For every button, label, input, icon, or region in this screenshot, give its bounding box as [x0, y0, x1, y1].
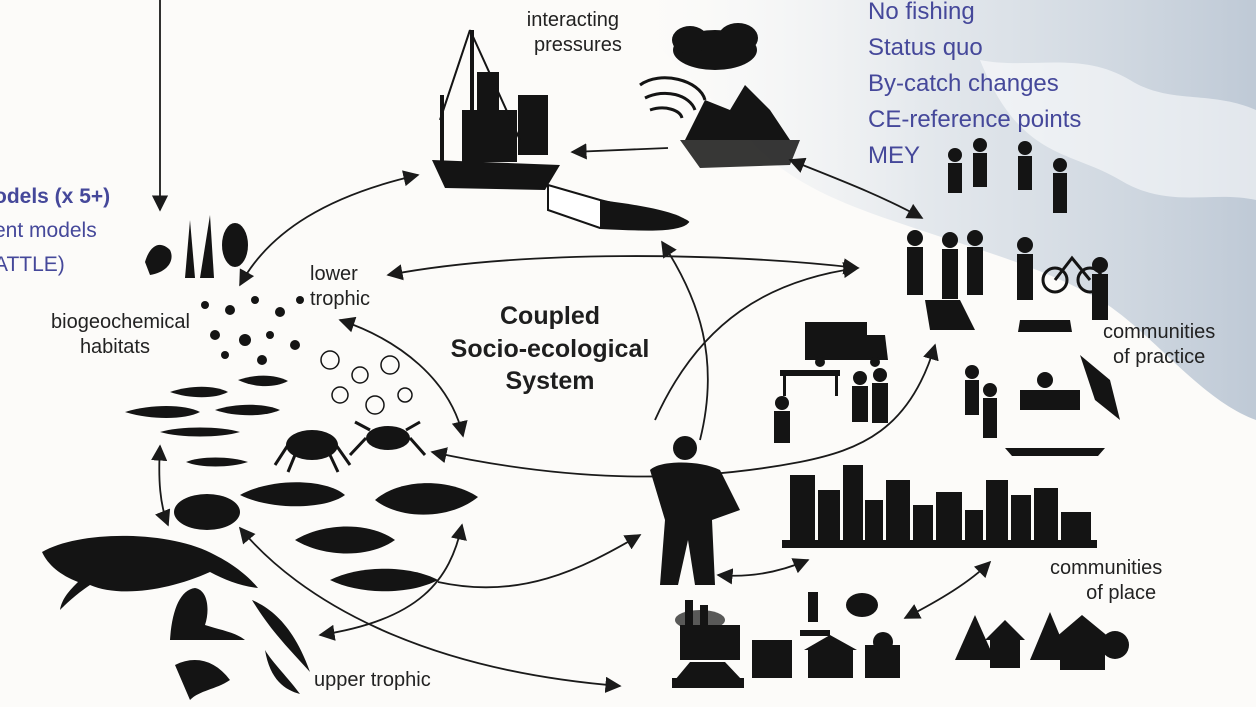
whale-icon [42, 535, 258, 610]
plankton-icon [201, 296, 304, 365]
factory-icon [675, 600, 740, 660]
flounder-icon [174, 494, 240, 530]
wind-swirl-icon [639, 76, 707, 119]
label-interacting-pressures-line-1: interacting [526, 9, 620, 31]
arrow-fisher-city [716, 558, 810, 585]
label-upper-trophic: upper trophic [314, 669, 431, 691]
arrow-lower-trophic-practice [386, 255, 860, 281]
zooplankton-icon [320, 350, 413, 415]
fisher-icon [650, 436, 740, 585]
label-biogeochemical-line-1: biogeochemical [51, 311, 190, 333]
center-title-line-3: System [505, 367, 595, 395]
palette-icon [846, 593, 878, 617]
label-biogeochemical-line-2: habitats [79, 336, 150, 358]
fishing-vessel-icon [432, 29, 560, 190]
arrow-crab-fisher-practice [430, 343, 939, 478]
forage-fish-icon [125, 375, 288, 467]
label-communities-place-line-1: communities [1050, 557, 1163, 579]
label-lower-trophic: lower trophic [310, 262, 370, 312]
center-title: Coupled Socio-ecological System [425, 300, 675, 398]
arrow-pressures-to-fishing [570, 143, 669, 160]
market-stall-icon [774, 368, 888, 443]
truck-icon [805, 322, 888, 367]
scenario-list: No fishing Status quo By-catch changes C… [868, 0, 1081, 174]
arrow-city-place [903, 560, 992, 619]
cyclist-icon [1041, 255, 1104, 294]
label-communities-place: communities of place [1050, 556, 1162, 606]
groundfish-icon [240, 482, 478, 592]
label-communities-practice-line-2: of practice [1113, 346, 1206, 368]
scenario-item: By-catch changes [868, 70, 1059, 97]
seal-icon [170, 588, 245, 640]
label-lower-trophic-line-2: trophic [310, 288, 371, 310]
flow-arrows [151, 0, 992, 693]
microscope-icon [800, 592, 830, 636]
models-item: ent models [0, 219, 97, 242]
crab-icon [273, 420, 427, 473]
scenario-item: CE-reference points [868, 106, 1082, 133]
houses-trees-icon [955, 612, 1129, 670]
center-title-line-1: Coupled [500, 302, 600, 330]
arrow-left-vertical [151, 444, 171, 527]
label-communities-place-line-2: of place [1086, 582, 1157, 604]
kelp-icon [145, 215, 248, 278]
scenario-item: No fishing [868, 0, 975, 25]
civic-buildings-icon [752, 632, 900, 678]
models-item: ATTLE) [0, 253, 65, 276]
arrow-flounder-upper [238, 526, 622, 693]
label-interacting-pressures: interacting pressures [524, 8, 622, 58]
label-communities-practice-line-1: communities [1103, 321, 1216, 343]
scenario-item: Status quo [868, 34, 983, 61]
arrow-fish-fisher [437, 534, 642, 589]
center-title-line-2: Socio-ecological [450, 334, 650, 363]
seabird-icon [175, 600, 310, 700]
label-interacting-pressures-line-2: pressures [534, 34, 622, 56]
models-list: odels (x 5+) ent models ATTLE) [0, 180, 110, 282]
car-icon [672, 662, 744, 688]
trawl-net-icon [547, 183, 690, 231]
recreation-icon [965, 355, 1120, 456]
models-item: odels (x 5+) [0, 185, 111, 208]
label-communities-practice: communities of practice [1103, 320, 1215, 370]
storm-cloud-icon [672, 23, 758, 70]
arrow-pressures-practice [788, 157, 924, 219]
arrow-fishing-habitats [239, 170, 420, 287]
city-skyline-icon [782, 465, 1097, 548]
people-crowd-icon [907, 138, 1108, 332]
label-lower-trophic-line-1: lower [310, 263, 358, 285]
iceberg-icon [680, 85, 800, 168]
scenario-item: MEY [868, 142, 921, 169]
label-biogeochemical-habitats: biogeochemical habitats [25, 310, 190, 360]
